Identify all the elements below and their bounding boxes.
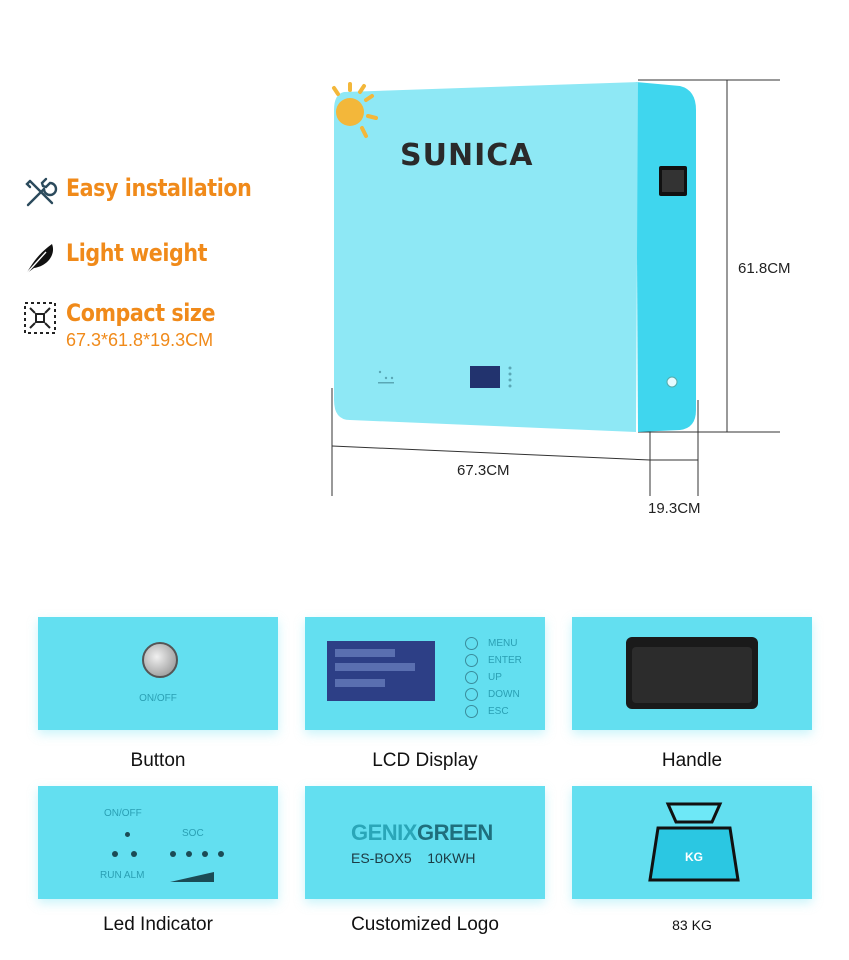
compact-icon: [22, 298, 66, 338]
dimension-depth: 19.3CM: [648, 500, 701, 517]
custom-logo: GENIXGREEN: [351, 820, 493, 845]
weight-caption: 83 KG: [672, 917, 712, 933]
weight-panel: KG: [572, 786, 812, 899]
led-soc-label: SOC: [182, 828, 204, 839]
button-caption: Button: [130, 750, 186, 771]
logo-caption: Customized Logo: [351, 914, 499, 935]
sun-logo-icon: [332, 82, 378, 138]
lcd-screen: [327, 641, 435, 701]
feature-title: Light weight: [66, 239, 208, 267]
feature-light-weight: Light weight: [22, 238, 230, 278]
led-runalm-label: RUN ALM: [100, 870, 145, 881]
weight-icon: [648, 802, 740, 882]
led-soc-dots: [170, 851, 224, 857]
lcd-button-list: MENU ENTER UP DOWN ESC: [465, 635, 522, 720]
led-caption: Led Indicator: [103, 914, 213, 935]
brand-logo: SUNICA: [400, 138, 534, 173]
feature-subtitle: 67.3*61.8*19.3CM: [66, 330, 214, 350]
led-panel: ON/OFF SOC RUN ALM: [38, 786, 278, 899]
lcd-button-menu[interactable]: MENU: [465, 635, 522, 652]
lcd-button-up[interactable]: UP: [465, 669, 522, 686]
logo-panel: GENIXGREEN ES-BOX5 10KWH: [305, 786, 545, 899]
led-dot: [125, 832, 130, 837]
power-button-icon: [142, 642, 178, 678]
lcd-button-esc[interactable]: ESC: [465, 703, 522, 720]
button-panel: ON/OFF: [38, 617, 278, 730]
dimension-width: 67.3CM: [457, 462, 510, 479]
led-soc-bar: [170, 872, 214, 882]
feature-easy-installation: Easy installation: [22, 173, 282, 213]
lcd-panel: MENU ENTER UP DOWN ESC: [305, 617, 545, 730]
lcd-button-down[interactable]: DOWN: [465, 686, 522, 703]
handle-caption: Handle: [661, 750, 723, 771]
lcd-caption: LCD Display: [372, 750, 478, 771]
feature-title: Compact size: [66, 299, 216, 327]
product-drawing: [331, 79, 780, 496]
handle-icon: [626, 637, 758, 709]
dimension-height: 61.8CM: [738, 260, 791, 277]
lcd-button-enter[interactable]: ENTER: [465, 652, 522, 669]
led-onoff-label: ON/OFF: [104, 808, 142, 819]
feature-title: Easy installation: [66, 174, 252, 202]
feather-icon: [22, 238, 66, 278]
weight-unit: KG: [685, 850, 703, 864]
button-label: ON/OFF: [139, 693, 177, 704]
feature-compact-size: Compact size 67.3*61.8*19.3CM: [22, 298, 239, 351]
led-run-alm-dots: [112, 851, 137, 857]
logo-model: ES-BOX5 10KWH: [351, 850, 476, 866]
tools-icon: [22, 173, 66, 213]
handle-panel: [572, 617, 812, 730]
